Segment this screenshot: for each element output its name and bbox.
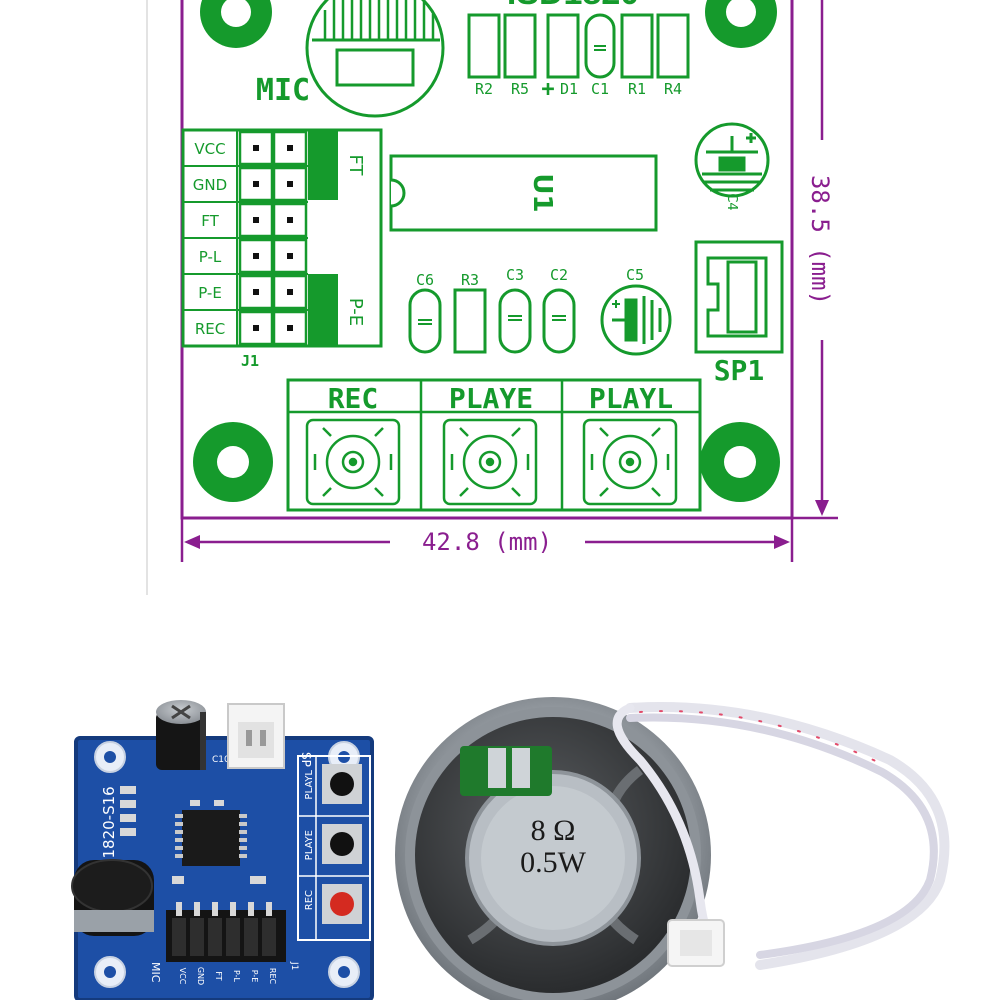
tactile-switch-icon <box>305 418 678 506</box>
c5-capacitor-icon <box>600 284 672 356</box>
module-sp-connector-icon <box>227 703 285 769</box>
label-r1: R1 <box>628 80 646 98</box>
module-button-panel <box>297 755 371 941</box>
button-labels: REC PLAYE PLAYL <box>328 382 673 415</box>
electrolytic-capacitor-icon <box>156 700 206 770</box>
module-pin-pe: P-E <box>250 970 259 983</box>
pin-pe: P-E <box>198 284 222 302</box>
capacitor-labels: C6 R3 C3 C2 C5 <box>416 266 644 289</box>
module-btn-rec: REC <box>304 890 315 910</box>
module-pin-gnd: GND <box>196 967 205 985</box>
module-pin-header <box>166 902 286 962</box>
pin-rec: REC <box>195 320 225 338</box>
mounting-hole-icon <box>193 0 780 502</box>
module-mic-label: MIC <box>149 962 162 983</box>
label-c1: C1 <box>591 80 609 98</box>
pin-gnd: GND <box>193 176 227 194</box>
module-pin-rec: REC <box>268 968 277 985</box>
j1-pads <box>238 130 308 346</box>
c4-label: C4 <box>724 193 739 210</box>
ic-u1-footprint <box>389 154 658 232</box>
module-j1-label: J1 <box>289 961 299 970</box>
j1-label: J1 <box>241 352 259 370</box>
pin-ft: FT <box>201 212 219 230</box>
module-cap-label: C10 <box>212 755 230 765</box>
label-btn-playe: PLAYE <box>449 382 533 415</box>
label-r5: R5 <box>511 80 529 98</box>
d1-plus: + <box>541 77 554 102</box>
jumper-pe-label: P-E <box>345 298 366 326</box>
sp1-connector-footprint <box>694 240 784 354</box>
resistor-row <box>467 13 690 79</box>
label-c2: C2 <box>550 266 568 284</box>
mic-footprint <box>305 0 445 118</box>
capacitor-row <box>408 288 576 354</box>
height-dimension <box>792 0 838 520</box>
product-photo: C10 SP ISD1820-S16 <box>71 697 950 1000</box>
speaker-ohm-label: 8 Ω <box>531 814 576 847</box>
pin-pl: P-L <box>199 248 222 266</box>
module-sp-label: SP <box>299 752 313 767</box>
label-btn-rec: REC <box>328 382 379 415</box>
label-c6: C6 <box>416 271 434 289</box>
label-r4: R4 <box>664 80 682 98</box>
isd1820-module: C10 SP ISD1820-S16 <box>71 700 374 1000</box>
module-btn-playe: PLAYE <box>304 830 315 860</box>
board-title: ISD1820 <box>507 0 639 12</box>
module-btn-playl: PLAYL <box>304 770 315 800</box>
module-pin-ft: FT <box>214 971 223 980</box>
speaker-icon <box>395 697 711 1000</box>
width-dimension-label: 42.8 (mm) <box>422 528 552 556</box>
height-dimension-label: 38.5 (mm) <box>806 175 834 305</box>
label-c5: C5 <box>626 266 644 284</box>
j1-header <box>181 128 383 348</box>
c4-capacitor-icon <box>694 122 770 198</box>
jumper-ft-label: FT <box>345 154 366 176</box>
speaker-watt-label: 0.5W <box>520 846 587 879</box>
width-dimension <box>180 518 794 562</box>
electret-microphone-icon <box>71 859 154 936</box>
label-r3: R3 <box>461 271 479 289</box>
resistor-labels: R2 R5 + D1 C1 R1 R4 <box>475 77 682 102</box>
mic-label: MIC <box>256 73 310 108</box>
label-d1: D1 <box>560 80 578 98</box>
ic-label: U1 <box>527 173 557 212</box>
label-btn-playl: PLAYL <box>589 382 673 415</box>
pcb-layout-drawing: ISD1820 MIC <box>146 0 838 595</box>
j1-pin-labels: VCC GND FT P-L P-E REC <box>193 140 227 338</box>
label-c3: C3 <box>506 266 524 284</box>
connector-icon <box>667 919 725 967</box>
sp1-label: SP1 <box>714 354 765 387</box>
label-r2: R2 <box>475 80 493 98</box>
module-pin-vcc: VCC <box>178 968 187 985</box>
pin-vcc: VCC <box>194 140 225 158</box>
module-pin-pl: P-L <box>232 970 241 983</box>
j1-pad-holes <box>253 145 293 331</box>
